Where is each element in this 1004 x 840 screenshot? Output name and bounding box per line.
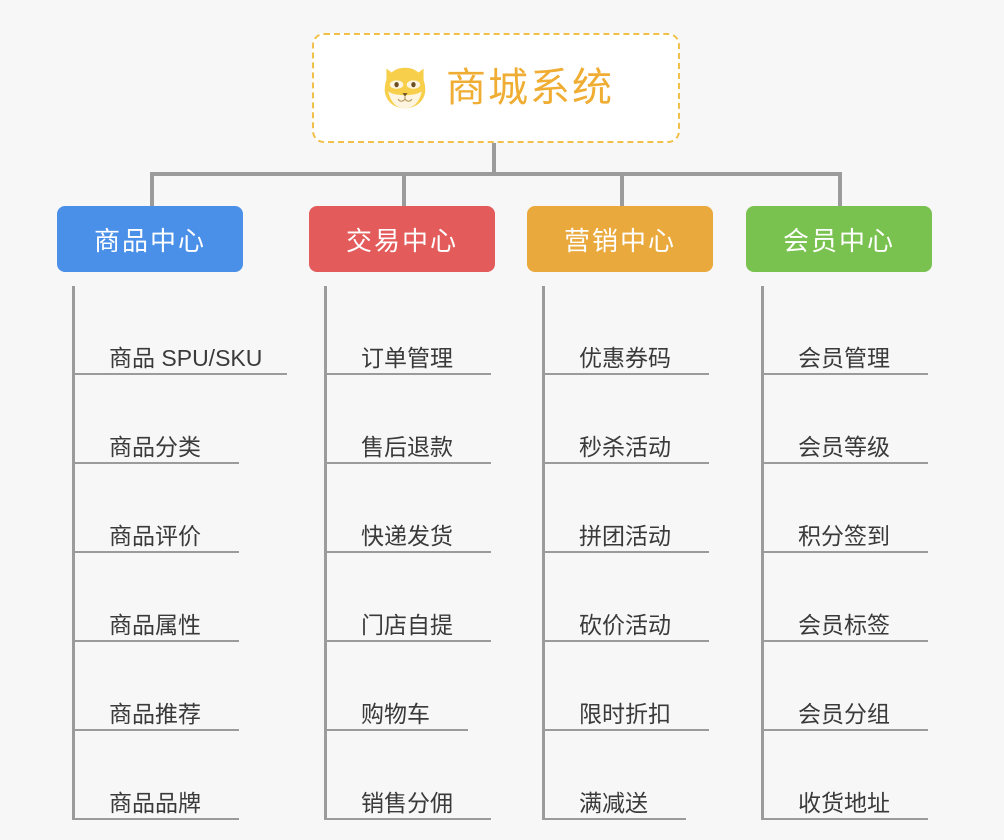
category-label: 会员中心 (782, 225, 895, 256)
connector-drop-1 (150, 172, 154, 206)
category-box-4[interactable]: 会员中心 (746, 206, 932, 272)
leaf-item-underline (764, 818, 928, 820)
leaf-item-label: 售后退款 (361, 433, 453, 460)
branch-column-1: 商品中心商品 SPU/SKU 商品分类商品评价商品属性商品推荐商品品牌 (57, 206, 287, 820)
leaf-item-underline (75, 551, 239, 553)
leaf-item-label: 收货地址 (798, 789, 890, 816)
leaf-item-underline (764, 462, 928, 464)
leaf-item-underline (545, 818, 686, 820)
leaf-item[interactable]: 商品推荐 (75, 642, 262, 731)
leaf-item[interactable]: 会员管理 (764, 286, 932, 375)
leaf-item[interactable]: 售后退款 (327, 375, 495, 464)
branch-column-3: 营销中心优惠券码秒杀活动拼团活动砍价活动限时折扣满减送 (527, 206, 713, 820)
leaf-item-underline (545, 373, 709, 375)
leaf-item-underline (75, 373, 287, 375)
leaf-item-label: 秒杀活动 (579, 433, 671, 460)
leaf-item[interactable]: 会员等级 (764, 375, 932, 464)
category-box-3[interactable]: 营销中心 (527, 206, 713, 272)
leaf-item[interactable]: 快递发货 (327, 464, 495, 553)
leaf-item-label: 满减送 (579, 789, 648, 816)
category-label: 营销中心 (563, 225, 676, 256)
leaf-item-underline (764, 640, 928, 642)
branch-column-2: 交易中心订单管理售后退款快递发货门店自提购物车销售分佣 (309, 206, 495, 820)
leaf-list: 优惠券码秒杀活动拼团活动砍价活动限时折扣满减送 (542, 286, 713, 820)
leaf-item-label: 商品属性 (109, 611, 201, 638)
leaf-item[interactable]: 限时折扣 (545, 642, 713, 731)
leaf-item-underline (327, 818, 491, 820)
leaf-item-underline (327, 551, 491, 553)
leaf-item-label: 会员标签 (798, 611, 890, 638)
leaf-item[interactable]: 会员标签 (764, 553, 932, 642)
leaf-item-underline (75, 640, 239, 642)
leaf-item[interactable]: 商品品牌 (75, 731, 262, 820)
leaf-item-label: 订单管理 (361, 344, 453, 371)
leaf-item-label: 砍价活动 (579, 611, 671, 638)
leaf-item-label: 购物车 (361, 700, 430, 727)
leaf-list: 商品 SPU/SKU 商品分类商品评价商品属性商品推荐商品品牌 (72, 286, 287, 820)
branch-column-4: 会员中心会员管理会员等级积分签到会员标签会员分组收货地址 (746, 206, 932, 820)
leaf-item[interactable]: 购物车 (327, 642, 495, 731)
shiba-dog-face-icon (384, 67, 426, 109)
leaf-item[interactable]: 砍价活动 (545, 553, 713, 642)
leaf-item-label: 商品 SPU/SKU (109, 344, 263, 371)
leaf-item[interactable]: 收货地址 (764, 731, 932, 820)
category-label: 交易中心 (345, 225, 458, 256)
leaf-item-label: 会员等级 (798, 433, 890, 460)
leaf-list: 订单管理售后退款快递发货门店自提购物车销售分佣 (324, 286, 495, 820)
leaf-item-label: 商品评价 (109, 522, 201, 549)
leaf-item[interactable]: 销售分佣 (327, 731, 495, 820)
category-box-1[interactable]: 商品中心 (57, 206, 243, 272)
leaf-item-label: 会员管理 (798, 344, 890, 371)
leaf-item[interactable]: 订单管理 (327, 286, 495, 375)
leaf-item-label: 快递发货 (361, 522, 453, 549)
root-title: 商城系统 (446, 66, 614, 110)
connector-drop-2 (402, 172, 406, 206)
leaf-item-label: 会员分组 (798, 700, 890, 727)
leaf-item[interactable]: 优惠券码 (545, 286, 713, 375)
leaf-item-label: 积分签到 (798, 522, 890, 549)
leaf-item-underline (764, 373, 928, 375)
connector-horizontal-bus (150, 172, 840, 176)
leaf-item[interactable]: 商品评价 (75, 464, 262, 553)
leaf-item-underline (327, 462, 491, 464)
leaf-item[interactable]: 积分签到 (764, 464, 932, 553)
leaf-item[interactable]: 拼团活动 (545, 464, 713, 553)
leaf-item-underline (75, 462, 239, 464)
leaf-item[interactable]: 商品 SPU/SKU (75, 286, 287, 375)
leaf-item-underline (545, 462, 709, 464)
leaf-item-label: 商品分类 (109, 433, 201, 460)
leaf-item-label: 限时折扣 (579, 700, 671, 727)
leaf-item[interactable]: 满减送 (545, 731, 713, 820)
root-node[interactable]: 商城系统 (312, 33, 680, 143)
leaf-item-underline (327, 729, 468, 731)
leaf-item[interactable]: 商品分类 (75, 375, 262, 464)
leaf-list: 会员管理会员等级积分签到会员标签会员分组收货地址 (761, 286, 932, 820)
leaf-item-label: 销售分佣 (361, 789, 453, 816)
leaf-item-underline (545, 640, 709, 642)
category-box-2[interactable]: 交易中心 (309, 206, 495, 272)
leaf-item-underline (75, 818, 239, 820)
leaf-item-label: 商品品牌 (109, 789, 201, 816)
leaf-item-underline (545, 729, 709, 731)
leaf-item-label: 商品推荐 (109, 700, 201, 727)
leaf-item-underline (327, 373, 491, 375)
leaf-item-underline (764, 729, 928, 731)
leaf-item[interactable]: 会员分组 (764, 642, 932, 731)
leaf-item-underline (764, 551, 928, 553)
leaf-item[interactable]: 秒杀活动 (545, 375, 713, 464)
leaf-item-label: 拼团活动 (579, 522, 671, 549)
leaf-item-underline (545, 551, 709, 553)
connector-root-stem (492, 143, 496, 175)
leaf-item-underline (327, 640, 491, 642)
leaf-item-label: 门店自提 (361, 611, 453, 638)
connector-drop-3 (620, 172, 624, 206)
leaf-item-underline (75, 729, 239, 731)
leaf-item-label: 优惠券码 (579, 344, 671, 371)
leaf-item[interactable]: 门店自提 (327, 553, 495, 642)
leaf-item[interactable]: 商品属性 (75, 553, 262, 642)
connector-drop-4 (838, 172, 842, 206)
category-label: 商品中心 (93, 225, 206, 256)
